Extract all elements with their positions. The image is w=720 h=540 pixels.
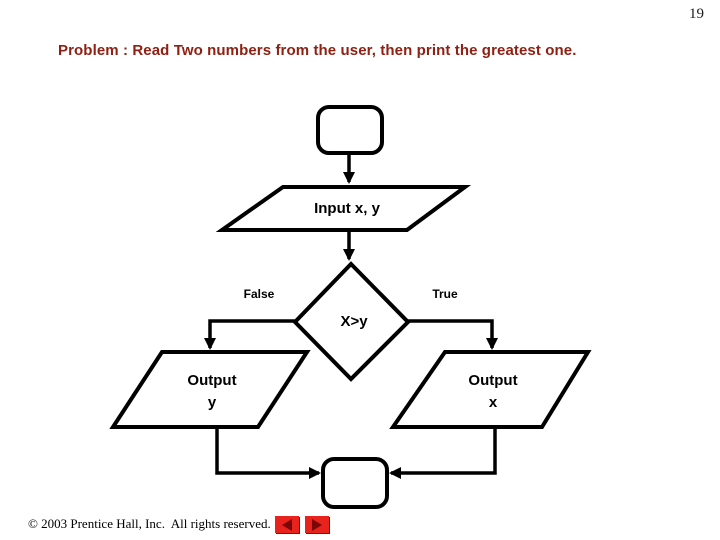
- connector-true-branch: [408, 319, 498, 350]
- left-arrow-icon: [282, 518, 292, 531]
- connector-output-x-to-end: [389, 427, 497, 479]
- output-y-line2: y: [207, 394, 217, 411]
- output-y-node-label: Output y: [137, 370, 287, 414]
- output-x-node-label: Output x: [418, 370, 568, 414]
- connector-output-y-to-end: [215, 427, 321, 479]
- true-branch-label: True: [432, 287, 458, 301]
- output-x-line1: Output: [468, 372, 518, 389]
- output-y-line1: Output: [187, 372, 237, 389]
- right-arrow-icon: [312, 518, 322, 531]
- start-terminator: [316, 105, 384, 155]
- input-node-label: Input x, y: [314, 200, 380, 217]
- connector-false-branch: [204, 319, 295, 350]
- output-y-parallelogram: [109, 350, 311, 429]
- decision-node-label: X>y: [340, 313, 368, 330]
- end-terminator: [321, 457, 389, 509]
- nav-forward-button[interactable]: [305, 516, 329, 533]
- slide-title: Problem : Read Two numbers from the user…: [58, 42, 577, 59]
- nav-back-button[interactable]: [275, 516, 299, 533]
- copyright-text: © 2003 Prentice Hall, Inc. All rights re…: [28, 516, 271, 531]
- input-parallelogram: [215, 185, 472, 232]
- false-branch-label: False: [243, 287, 275, 301]
- page-number: 19: [689, 6, 704, 22]
- output-x-line2: x: [488, 394, 498, 411]
- output-x-parallelogram: [389, 350, 592, 429]
- decision-diamond: [292, 261, 411, 382]
